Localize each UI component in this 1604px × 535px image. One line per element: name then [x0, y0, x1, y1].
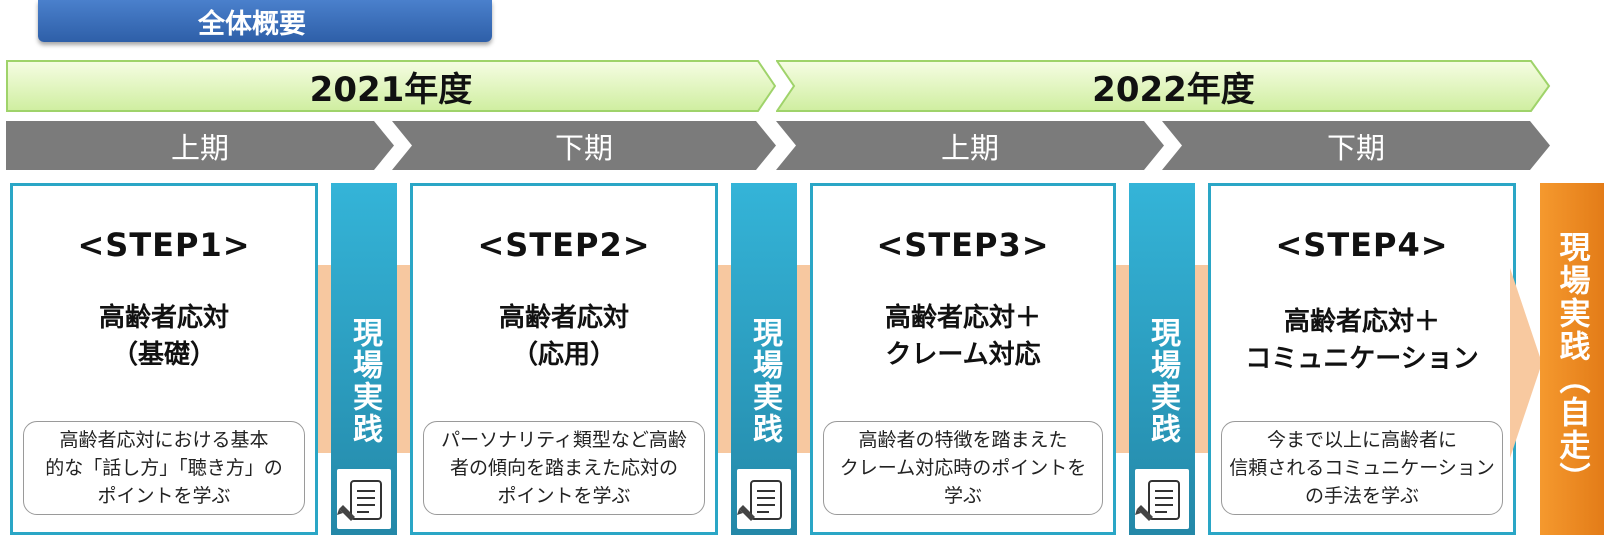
notepad-pencil-icon	[737, 469, 791, 529]
half-label: 下期	[1326, 130, 1385, 165]
year-label: 2022年度	[1092, 69, 1255, 110]
step-description: パーソナリティ類型など高齢 者の傾向を踏まえた応対の ポイントを学ぶ	[423, 421, 705, 515]
step-4-box: <STEP4> 高齢者応対＋ コミュニケーション 今まで以上に高齢者に 信頼され…	[1208, 183, 1516, 535]
half-band-2022-second: 下期	[1162, 121, 1550, 170]
step-description: 今まで以上に高齢者に 信頼されるコミュニケーション の手法を学ぶ	[1221, 421, 1503, 515]
step-3-box: <STEP3> 高齢者応対＋ クレーム対応 高齢者の特徴を踏まえた クレーム対応…	[810, 183, 1116, 535]
step-2-box: <STEP2> 高齢者応対 （応用） パーソナリティ類型など高齢 者の傾向を踏ま…	[410, 183, 718, 535]
half-label: 上期	[940, 130, 999, 165]
half-band-2021-second: 下期	[392, 121, 776, 170]
self-practice-column: 現場実践（自走）	[1540, 183, 1604, 535]
step-title: <STEP1>	[77, 226, 251, 264]
year-band-shape	[776, 60, 1551, 112]
overview-header: 全体概要	[38, 0, 492, 42]
half-band-shape	[392, 121, 776, 170]
field-practice-label: 現場実践	[747, 317, 782, 445]
half-label: 下期	[554, 130, 613, 165]
step-description: 高齢者応対における基本 的な「話し方」「聴き方」の ポイントを学ぶ	[23, 421, 305, 515]
half-band-shape	[776, 121, 1164, 170]
overview-title: 全体概要	[198, 8, 306, 40]
arrow-right-icon	[1510, 268, 1542, 458]
step-description: 高齢者の特徴を踏まえた クレーム対応時のポイントを 学ぶ	[823, 421, 1103, 515]
notepad-pencil-icon	[1135, 469, 1189, 529]
step-title: <STEP3>	[876, 226, 1050, 264]
field-practice-label: 現場実践	[347, 317, 382, 445]
half-label: 上期	[170, 130, 229, 165]
half-band-shape	[6, 121, 394, 170]
step-subtitle: 高齢者応対＋ クレーム対応	[884, 303, 1041, 370]
step-subtitle: 高齢者応対＋ コミュニケーション	[1245, 307, 1479, 374]
year-band-shape	[6, 60, 776, 112]
field-practice-1: 現場実践	[331, 183, 397, 535]
field-practice-label: 現場実践	[1145, 317, 1180, 445]
field-practice-3: 現場実践	[1129, 183, 1195, 535]
self-practice-label: 現場実践（自走）	[1553, 231, 1590, 495]
half-band-2021-first: 上期	[6, 121, 394, 170]
step-subtitle: 高齢者応対 （基礎）	[98, 303, 229, 370]
field-practice-2: 現場実践	[731, 183, 797, 535]
step-subtitle: 高齢者応対 （応用）	[498, 303, 629, 370]
year-band-2021: 2021年度	[6, 60, 776, 112]
year-band-2022: 2022年度	[776, 60, 1551, 112]
step-title: <STEP4>	[1275, 226, 1449, 264]
step-1-box: <STEP1> 高齢者応対 （基礎） 高齢者応対における基本 的な「話し方」「聴…	[10, 183, 318, 535]
notepad-pencil-icon	[337, 469, 391, 529]
year-label: 2021年度	[309, 69, 473, 110]
half-band-shape	[1162, 121, 1550, 170]
step-title: <STEP2>	[477, 226, 651, 264]
half-band-2022-first: 上期	[776, 121, 1164, 170]
